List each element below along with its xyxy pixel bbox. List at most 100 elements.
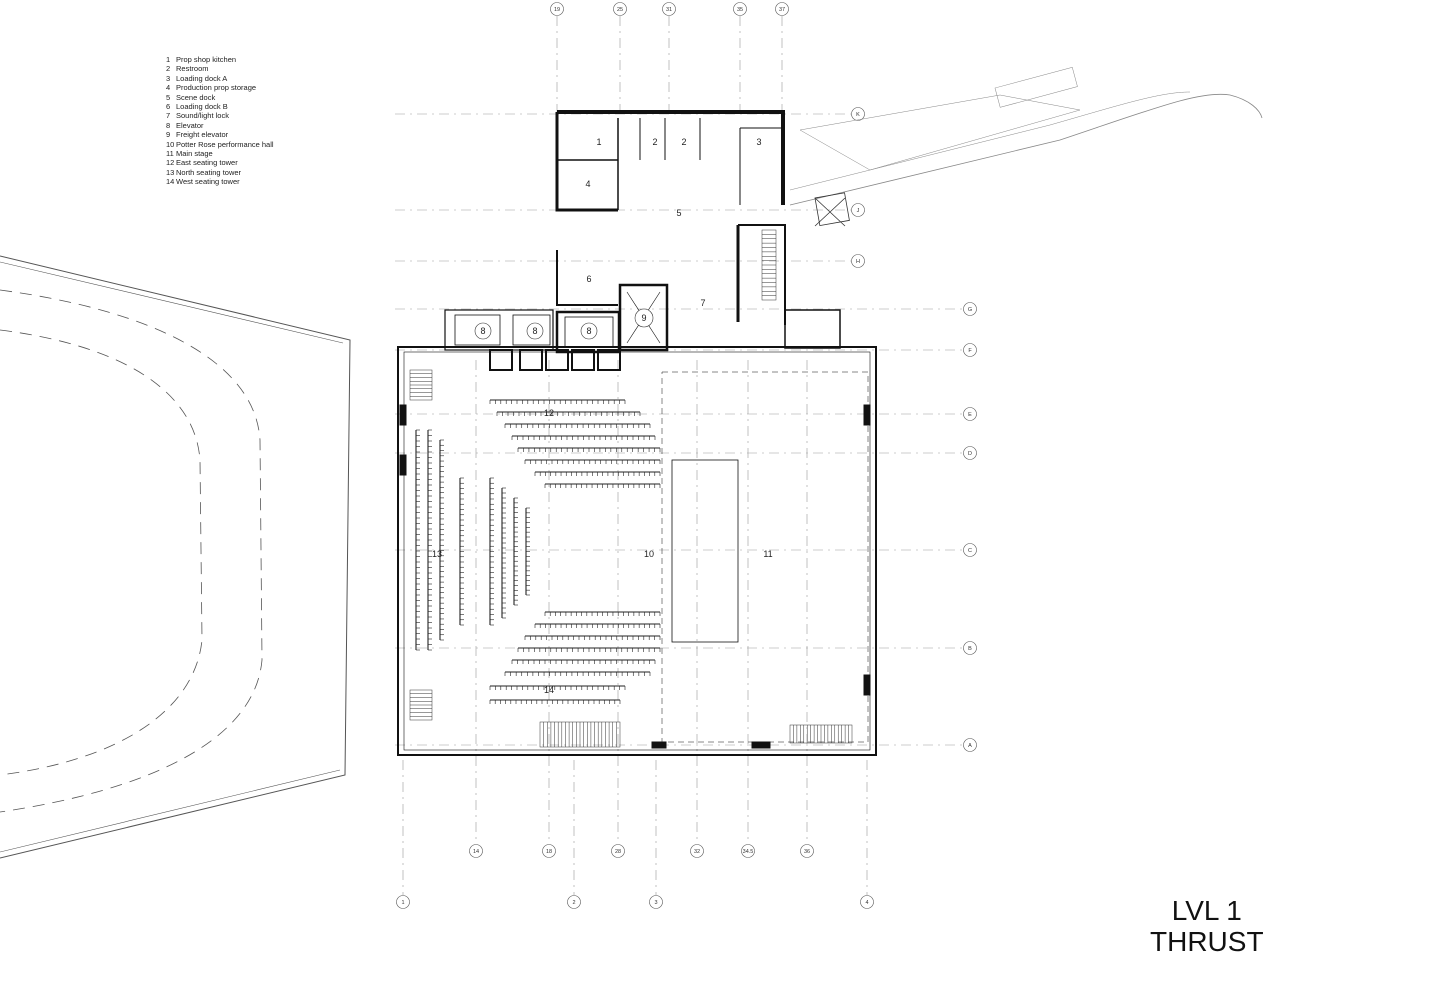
grid-bubble <box>396 895 410 909</box>
room-label: 2 <box>652 137 657 147</box>
grid-bubble <box>963 543 977 557</box>
seat-row <box>489 399 626 404</box>
room-label: 13 <box>432 549 442 559</box>
grid-bubble-label: H <box>856 259 860 265</box>
grid-bubble-label: 2 <box>572 900 575 906</box>
grid-bubble <box>851 254 865 268</box>
grid-bubble <box>775 2 789 16</box>
grid-bubble-label: A <box>968 743 972 749</box>
grid-bubble <box>860 895 874 909</box>
grid-bubble-label: F <box>968 348 972 354</box>
grid-bubble-label: D <box>968 451 972 457</box>
seat-row <box>544 611 661 616</box>
room-label: 1 <box>596 137 601 147</box>
building-walls <box>397 110 877 756</box>
grid-bubble <box>963 302 977 316</box>
grid-bubble-label: 31 <box>666 7 672 13</box>
room-label: 2 <box>681 137 686 147</box>
grid-bubble <box>800 844 814 858</box>
seat-row <box>511 435 656 440</box>
grid-bubble-label: 32 <box>694 849 700 855</box>
room-label: 8 <box>480 326 485 336</box>
seat-row <box>489 477 494 626</box>
seat-row <box>513 497 518 606</box>
grid-bubble-label: J <box>857 208 860 214</box>
seat-row <box>496 411 641 416</box>
drawing-title: LVL 1 THRUST <box>1150 895 1264 957</box>
grid-bubble-label: K <box>856 112 860 118</box>
seat-row <box>544 483 661 488</box>
seat-row <box>504 423 651 428</box>
grid-bubble <box>550 2 564 16</box>
seat-row <box>534 471 661 476</box>
stairs <box>409 229 853 748</box>
seat-row <box>517 447 661 452</box>
grid-bubble-label: 19 <box>554 7 560 13</box>
grid-bubble-label: 18 <box>546 849 552 855</box>
grid-bubble <box>690 844 704 858</box>
grid-bubble <box>963 407 977 421</box>
grid-bubble-label: 37 <box>779 7 785 13</box>
view-label: THRUST <box>1150 926 1264 957</box>
grid-bubble <box>733 2 747 16</box>
grid-lines <box>395 16 963 895</box>
grid-bubble-label: E <box>968 412 972 418</box>
grid-bubble-label: 1 <box>401 900 404 906</box>
grid-bubble-label: G <box>968 307 972 313</box>
seat-row <box>504 671 651 676</box>
loading-ramp <box>789 66 1263 227</box>
room-label: 4 <box>585 179 590 189</box>
room-labels: 1 2 2 3 4 5 6 7 8 8 8 9 10 11 12 13 14 <box>432 137 773 695</box>
seat-row <box>501 487 506 619</box>
seating <box>415 399 661 704</box>
grid-bubble-label: 25 <box>617 7 623 13</box>
grid-bubble <box>741 844 755 858</box>
seat-row <box>511 659 656 664</box>
seat-row <box>534 623 661 628</box>
grid-bubble <box>542 844 556 858</box>
seat-row <box>489 685 626 690</box>
seat-row <box>517 647 661 652</box>
grid-bubble <box>613 2 627 16</box>
seat-row <box>524 459 661 464</box>
room-label: 8 <box>586 326 591 336</box>
seat-row <box>459 477 464 626</box>
room-label: 7 <box>700 298 705 308</box>
site-boundary <box>0 255 351 859</box>
room-label: 14 <box>544 685 554 695</box>
seat-row <box>489 699 621 704</box>
room-label: 11 <box>763 549 772 559</box>
grid-bubble <box>963 343 977 357</box>
grid-bubble <box>469 844 483 858</box>
level-label: LVL 1 <box>1171 895 1242 926</box>
seat-row <box>427 429 432 651</box>
grid-bubble <box>611 844 625 858</box>
grid-bubble-label: 36 <box>804 849 810 855</box>
grid-bubble-label: 28 <box>615 849 621 855</box>
room-label: 6 <box>586 274 591 284</box>
grid-bubble <box>649 895 663 909</box>
room-label: 5 <box>676 208 681 218</box>
grid-bubble <box>662 2 676 16</box>
grid-bubble <box>963 641 977 655</box>
grid-bubble-label: 14 <box>473 849 479 855</box>
grid-bubble <box>851 107 865 121</box>
grid-bubble <box>963 446 977 460</box>
grid-bubble-label: 4 <box>865 900 868 906</box>
grid-bubble <box>567 895 581 909</box>
